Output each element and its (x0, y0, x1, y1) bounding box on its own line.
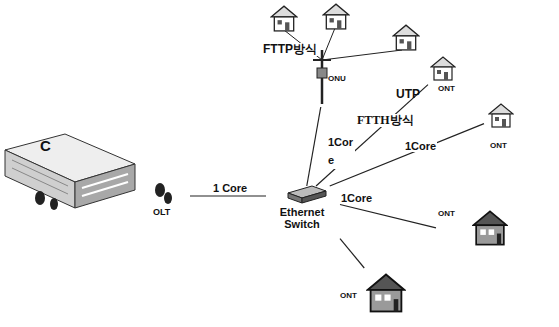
device-label: Ethernet Switch (266, 206, 338, 230)
fiber-line (316, 85, 428, 186)
ont-node: ONT (340, 268, 408, 320)
core-label: 1Cor e (327, 134, 355, 169)
fiber-line (340, 204, 436, 227)
ont-node: ONT (436, 208, 522, 250)
switch-node: Ethernet Switch (266, 186, 340, 242)
core-label: 1 Core (212, 182, 248, 194)
device-label: ONT (340, 292, 357, 301)
core-label: 1Core (404, 140, 437, 152)
olt-building (5, 134, 135, 208)
device-label: ONT (438, 210, 455, 219)
fiber-line (307, 107, 321, 186)
onu-node: ONU (312, 55, 360, 107)
ont-node: ONT (428, 53, 472, 99)
switch-icon (288, 186, 326, 203)
cable-label: UTP (396, 88, 420, 101)
olt-node: OLT (5, 128, 190, 226)
method-label: FTTP방식 (262, 43, 318, 56)
fiber-line (190, 195, 266, 196)
ont-node: ONT (484, 100, 530, 156)
device-label: OLT (153, 208, 170, 218)
building-mark: C (40, 138, 51, 155)
fiber-line (340, 239, 364, 268)
device-label: ONT (490, 142, 507, 151)
method-label: FTTH방식 (356, 114, 415, 127)
antenna-dish (35, 183, 172, 210)
device-label: ONT (438, 85, 455, 94)
core-label: 1Core (340, 192, 373, 204)
device-label: ONU (328, 75, 346, 84)
